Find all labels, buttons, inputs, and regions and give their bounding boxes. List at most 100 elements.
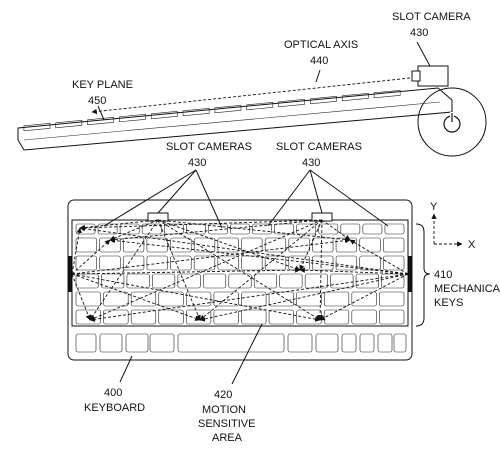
left-slot-camera xyxy=(68,256,72,292)
slot-cameras-left-ref: 430 xyxy=(188,157,206,169)
key xyxy=(228,273,252,289)
optical-axis-ref: 440 xyxy=(310,55,328,67)
key-plane-leader xyxy=(97,105,105,121)
key xyxy=(186,309,212,325)
key xyxy=(213,309,239,325)
key xyxy=(355,273,379,289)
modifier-key xyxy=(75,333,97,353)
key xyxy=(146,237,168,253)
field-of-view-ray xyxy=(199,219,323,321)
key xyxy=(241,309,267,325)
key xyxy=(193,237,216,253)
slot-cameras-right-label: SLOT CAMERAS xyxy=(276,141,362,153)
key xyxy=(384,223,405,235)
keyboard-side-view xyxy=(17,41,487,157)
mechanical-keys-bracket xyxy=(415,223,431,327)
key xyxy=(99,255,121,271)
mechanical-keys-ref: 410 xyxy=(434,269,452,281)
key xyxy=(312,237,334,253)
field-of-view-ray xyxy=(199,273,409,322)
modifier-key xyxy=(125,333,149,353)
key xyxy=(268,309,294,325)
key xyxy=(75,255,97,271)
key xyxy=(330,273,354,289)
key xyxy=(177,273,201,289)
field-of-view-ray xyxy=(79,226,409,275)
key xyxy=(296,309,322,325)
side-key xyxy=(23,123,51,132)
field-of-view-ray xyxy=(79,219,159,231)
key xyxy=(158,291,184,307)
side-key xyxy=(246,102,274,111)
motion-area-label-2: SENSITIVE xyxy=(198,418,255,430)
key xyxy=(122,237,145,253)
key xyxy=(103,309,129,325)
key xyxy=(208,223,228,235)
motion-area-label-3: AREA xyxy=(212,432,243,444)
motion-area-ref: 420 xyxy=(214,389,232,401)
field-of-view-ray xyxy=(71,227,82,275)
side-view-keys xyxy=(23,90,401,132)
optical-axis-arrow xyxy=(91,77,411,115)
field-of-view-ray xyxy=(89,219,323,321)
key xyxy=(75,223,96,235)
key xyxy=(279,273,303,289)
slot-cameras-left-label: SLOT CAMERAS xyxy=(166,141,252,153)
key xyxy=(381,273,405,289)
field-of-view-ray xyxy=(349,239,409,275)
modifier-key xyxy=(177,333,285,353)
modifier-key xyxy=(287,333,313,353)
field-of-view-ray xyxy=(71,273,201,321)
key xyxy=(203,273,227,289)
key xyxy=(213,291,239,307)
field-of-view-ray xyxy=(319,273,409,321)
slot-camera-label: SLOT CAMERA xyxy=(392,11,471,23)
key xyxy=(351,309,377,325)
key xyxy=(193,255,216,271)
field-of-view-ray xyxy=(299,267,409,275)
key xyxy=(103,291,129,307)
key xyxy=(75,273,99,289)
mechanical-keys-label-2: KEYS xyxy=(434,297,463,309)
optical-axis-leader xyxy=(315,69,321,83)
key xyxy=(186,223,206,235)
key xyxy=(75,237,97,253)
key xyxy=(230,223,250,235)
side-key xyxy=(341,93,369,102)
field-of-view-ray xyxy=(79,219,323,231)
keyboard-ref: 400 xyxy=(104,387,122,399)
key xyxy=(146,255,168,271)
key xyxy=(379,291,405,307)
slot-camera-top-left xyxy=(147,212,169,222)
key xyxy=(186,291,212,307)
field-of-view-ray xyxy=(109,219,323,243)
camera-icon xyxy=(411,65,449,87)
modifier-key xyxy=(315,333,339,353)
side-key xyxy=(182,108,210,117)
key xyxy=(126,273,150,289)
side-key xyxy=(150,111,178,120)
field-of-view-ray xyxy=(321,219,351,241)
field-of-view-ray xyxy=(157,219,301,271)
modifier-key xyxy=(99,333,123,353)
key xyxy=(217,237,239,253)
key xyxy=(130,309,157,325)
motion-area-leader xyxy=(231,323,263,385)
key xyxy=(268,291,294,307)
field-of-view-ray xyxy=(109,219,159,241)
key xyxy=(264,255,287,271)
battery-cylinder xyxy=(417,87,487,157)
key xyxy=(340,223,361,235)
field-of-view-ray xyxy=(317,219,323,321)
axis-y-label: Y xyxy=(430,201,438,213)
keyboard-top-view xyxy=(67,169,413,361)
field-of-view-ray xyxy=(157,219,351,243)
side-key xyxy=(55,120,83,129)
key xyxy=(264,237,287,253)
motion-area-label-1: MOTION xyxy=(202,404,246,416)
key xyxy=(288,237,310,253)
field-of-view-ray xyxy=(71,273,91,321)
key xyxy=(323,291,350,307)
field-of-view-ray xyxy=(157,219,321,321)
